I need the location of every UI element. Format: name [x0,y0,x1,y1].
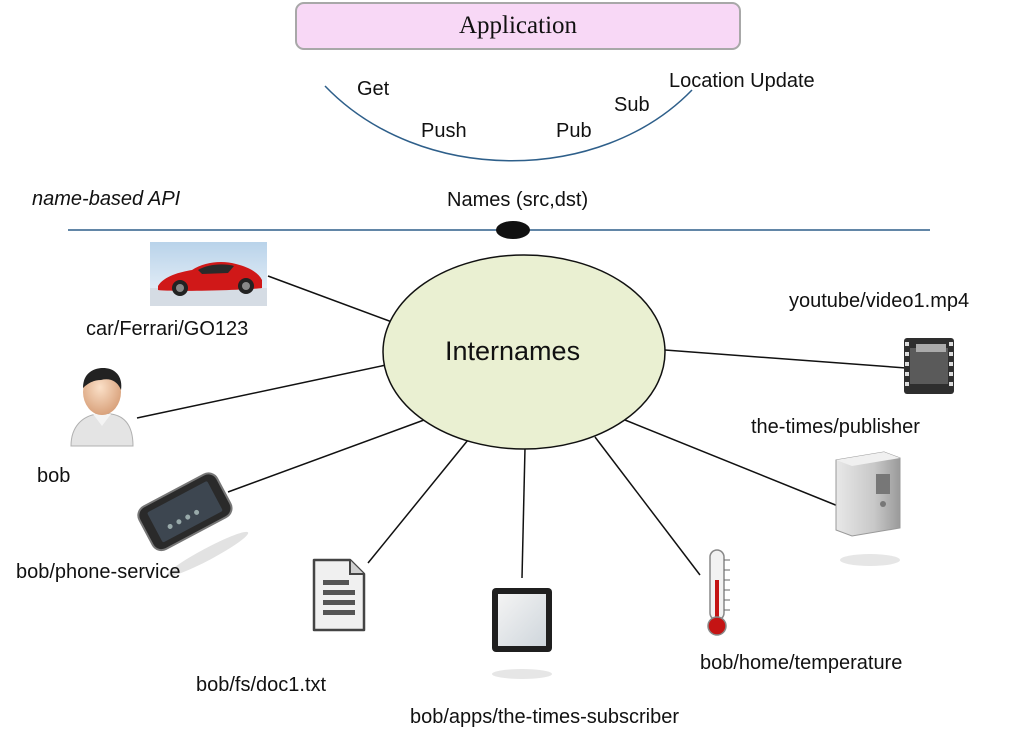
api-verbs-arc [324,85,693,162]
document-icon [312,558,366,632]
endpoint-phone-label: bob/phone-service [16,561,181,583]
endpoint-subscriber-label: bob/apps/the-times-subscriber [410,706,680,728]
endpoint-publisher-label: the-times/publisher [751,416,920,438]
endpoint-car-label: car/Ferrari/GO123 [86,318,249,340]
internames-label: Internames [445,336,581,366]
application-label: Application [458,12,578,39]
user-icon [70,368,134,447]
phone-icon [137,472,249,577]
verb-pub: Pub [556,120,592,142]
verb-sub: Sub [614,94,650,116]
tablet-icon [492,588,552,679]
server-icon [835,451,901,566]
connector-phone [227,419,425,493]
endpoint-doc-label: bob/fs/doc1.txt [196,674,327,696]
connector-lines [136,275,907,579]
endpoint-temperature-label: bob/home/temperature [700,652,903,674]
internames-ellipse [382,254,666,450]
name-based-api-label: name-based API [32,188,181,210]
application-box: Application [295,2,741,50]
verb-push: Push [421,120,467,142]
api-connector [496,221,530,239]
verb-get: Get [357,78,390,100]
film-icon [904,338,954,394]
connector-publisher [624,419,839,507]
connector-temperature [594,436,701,576]
connector-bob [136,364,387,419]
thermometer-icon [707,549,730,636]
connector-doc [367,439,469,564]
names-src-dst-label: Names (src,dst) [447,189,589,211]
connector-car [267,275,393,323]
connector-video [664,349,907,369]
endpoint-bob-label: bob [37,465,71,487]
connector-subscriber [521,447,526,579]
endpoint-video-label: youtube/video1.mp4 [789,290,970,312]
verb-location-update: Location Update [669,70,815,92]
car-icon [150,242,267,306]
